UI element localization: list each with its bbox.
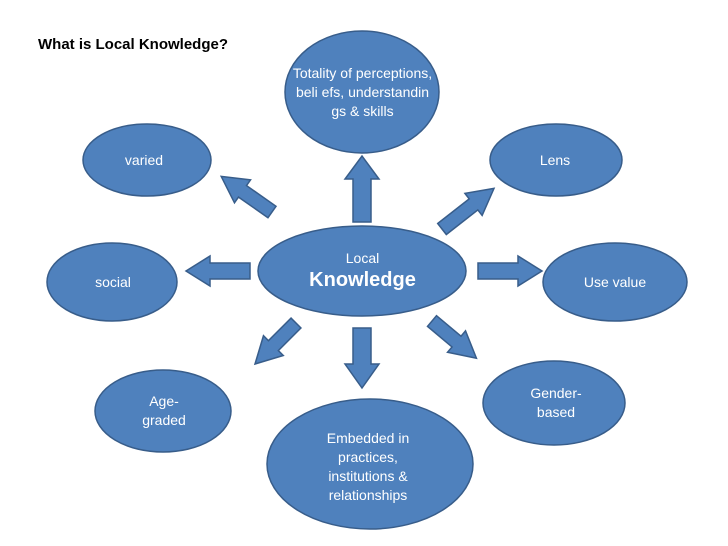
varied-text: varied (124, 151, 164, 168)
node-center (257, 225, 467, 317)
node-center-label: Local Knowledge (280, 238, 445, 302)
arrow-up-left (219, 175, 278, 219)
node-age-graded (94, 369, 232, 453)
node-totality-label: Totality of perceptions, beli efs, under… (289, 44, 436, 140)
center-line1: Local (345, 250, 380, 266)
node-social (46, 242, 178, 322)
arrow-down-left (253, 316, 303, 366)
node-totality (284, 30, 440, 154)
node-use-value (542, 242, 688, 322)
arrow-up (343, 154, 381, 223)
node-lens-label: Lens (510, 148, 600, 172)
node-social-label: social (68, 270, 158, 294)
node-use-value-label: Use value (560, 270, 670, 294)
arrow-down-right (426, 314, 478, 360)
use-value-text: Use value (583, 273, 647, 290)
node-embedded-label: Embedded in practices, institutions & re… (308, 427, 428, 507)
node-age-graded-label: Age- graded (132, 390, 196, 432)
node-varied (82, 123, 212, 197)
arrow-left (184, 254, 251, 288)
diagram-title: What is Local Knowledge? (38, 36, 229, 53)
arrow-down (343, 327, 381, 390)
node-gender-based (482, 360, 626, 446)
node-embedded (266, 398, 474, 530)
node-varied-label: varied (98, 148, 190, 172)
node-lens (489, 123, 623, 197)
node-gender-based-label: Gender- based (518, 382, 594, 424)
lens-text: Lens (539, 151, 571, 168)
arrow-right (477, 254, 544, 288)
center-line2: Knowledge (309, 269, 416, 291)
social-text: social (95, 273, 131, 290)
embedded-text: Embedded in practices, institutions & re… (326, 430, 410, 503)
arrow-up-right (436, 187, 496, 236)
age-graded-text: Age- graded (142, 393, 186, 428)
gender-based-text: Gender- based (530, 385, 582, 420)
totality-text: Totality of perceptions, beli efs, under… (292, 64, 433, 119)
